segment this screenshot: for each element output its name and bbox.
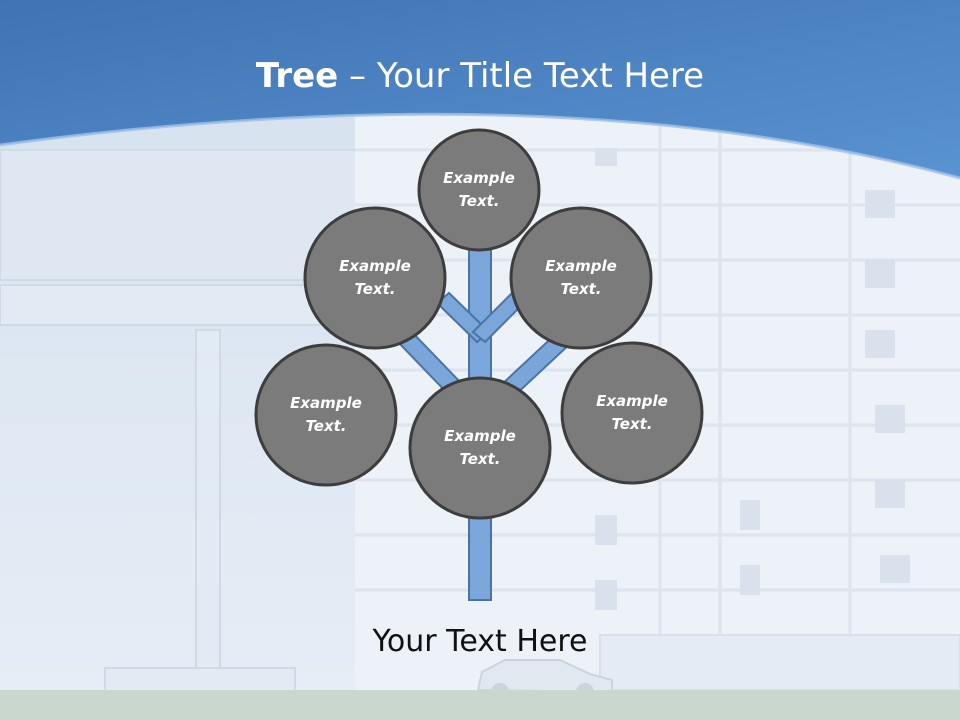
slide-title: Tree – Your Title Text Here [0,54,960,98]
node-lower-left [254,343,398,487]
node-lower-right [560,341,704,485]
header-band [0,0,960,178]
node-upper-right [509,206,653,350]
tree-nodes [254,128,704,520]
title-rest: – Your Title Text Here [338,56,705,96]
node-upper-left [303,206,447,350]
node-top [417,128,541,252]
node-center [408,376,552,520]
slide-caption: Your Text Here [372,624,588,659]
title-bold: Tree [255,56,339,96]
ground [0,690,960,720]
billboard-structure [0,149,361,695]
